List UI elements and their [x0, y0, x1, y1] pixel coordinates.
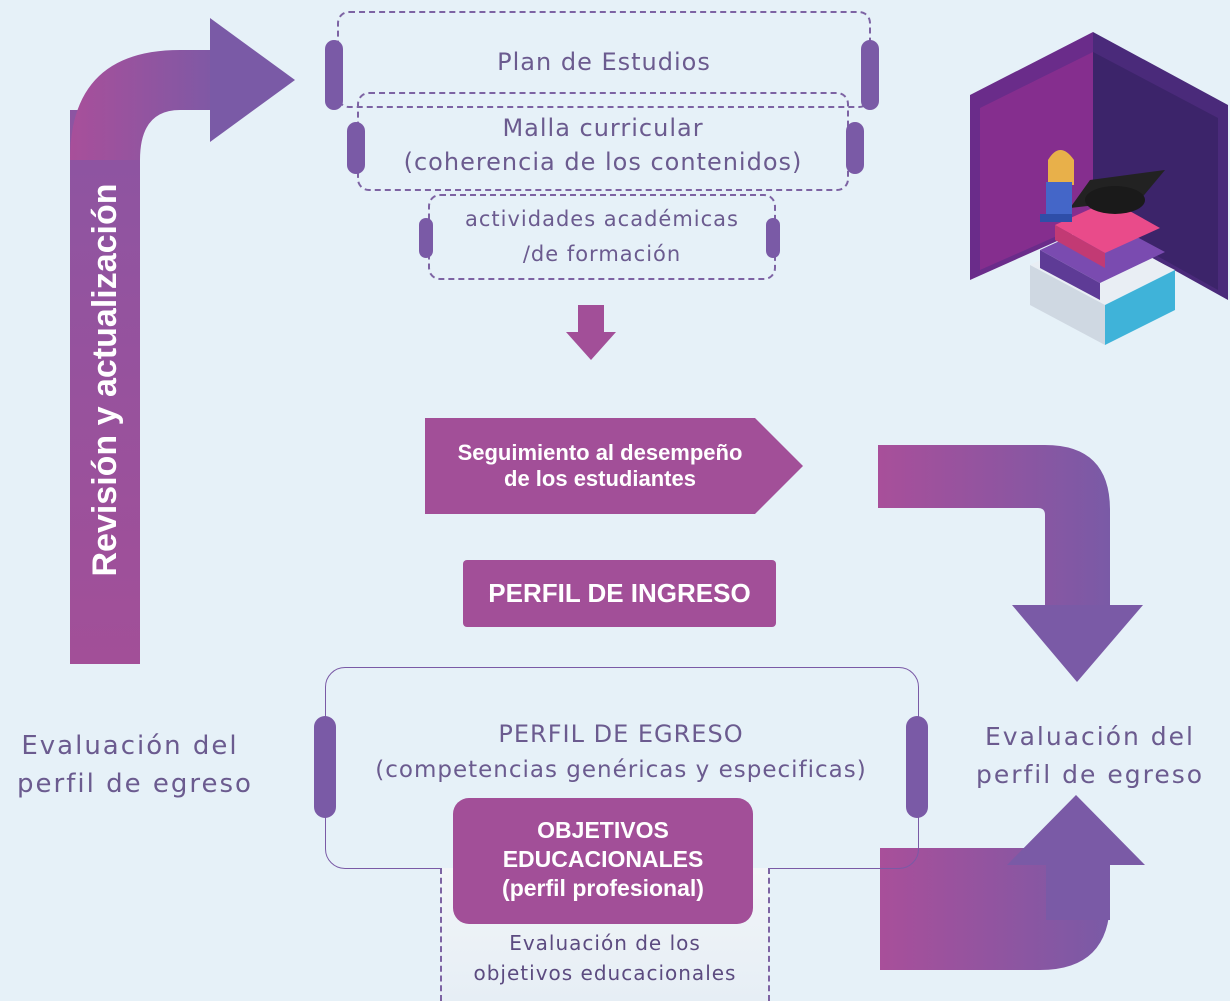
plan-title: Plan de Estudios: [497, 48, 711, 76]
eval-left-line1: Evaluación del: [21, 731, 239, 761]
plan-left-bar: [325, 40, 343, 110]
seguimiento-text: Seguimiento al desempeño de los estudian…: [430, 440, 770, 492]
objetivos-line1: OBJETIVOS: [537, 817, 669, 843]
malla-left-bar: [347, 122, 365, 174]
plan-right-bar: [861, 40, 879, 110]
eval-objetivos-line1: Evaluación de los: [509, 931, 701, 955]
seguimiento-line2: de los estudiantes: [504, 466, 696, 491]
student-with-books-isometric-icon: [970, 32, 1228, 345]
perfil-ingreso-banner: PERFIL DE INGRESO: [463, 560, 776, 627]
seguimiento-banner: [425, 418, 803, 514]
perfil-egreso-subtitle: (competencias genéricas y especificas): [375, 757, 867, 783]
right-up-arrow: [880, 795, 1145, 970]
actividades-line2: /de formación: [522, 242, 682, 266]
objetivos-line2: EDUCACIONALES: [502, 846, 704, 872]
actividades-line1: actividades académicas: [465, 207, 739, 231]
right-down-arrow: [878, 445, 1143, 682]
objetivos-line3: (perfil profesional): [502, 875, 704, 901]
seguimiento-line1: Seguimiento al desempeño: [457, 440, 743, 465]
malla-line2: (coherencia de los contenidos): [403, 148, 803, 176]
revision-arrow: [70, 18, 295, 664]
eval-objetivos-line2: objetivos educacionales: [473, 961, 737, 985]
malla-line1: Malla curricular: [502, 114, 704, 142]
actividades-right-bar: [766, 218, 780, 258]
egreso-right-bar: [906, 716, 928, 818]
perfil-egreso-title: PERFIL DE EGRESO: [498, 720, 744, 748]
eval-left-line2: perfil de egreso: [17, 769, 253, 799]
malla-right-bar: [846, 122, 864, 174]
egreso-left-bar: [314, 716, 336, 818]
eval-right-line2: perfil de egreso: [975, 760, 1205, 789]
revision-label: Revisión y actualización: [86, 183, 124, 577]
actividades-left-bar: [419, 218, 433, 258]
eval-right-line1: Evaluación del: [985, 722, 1195, 751]
down-arrow: [566, 305, 616, 360]
objetivos-banner: OBJETIVOS EDUCACIONALES (perfil profesio…: [453, 798, 753, 924]
